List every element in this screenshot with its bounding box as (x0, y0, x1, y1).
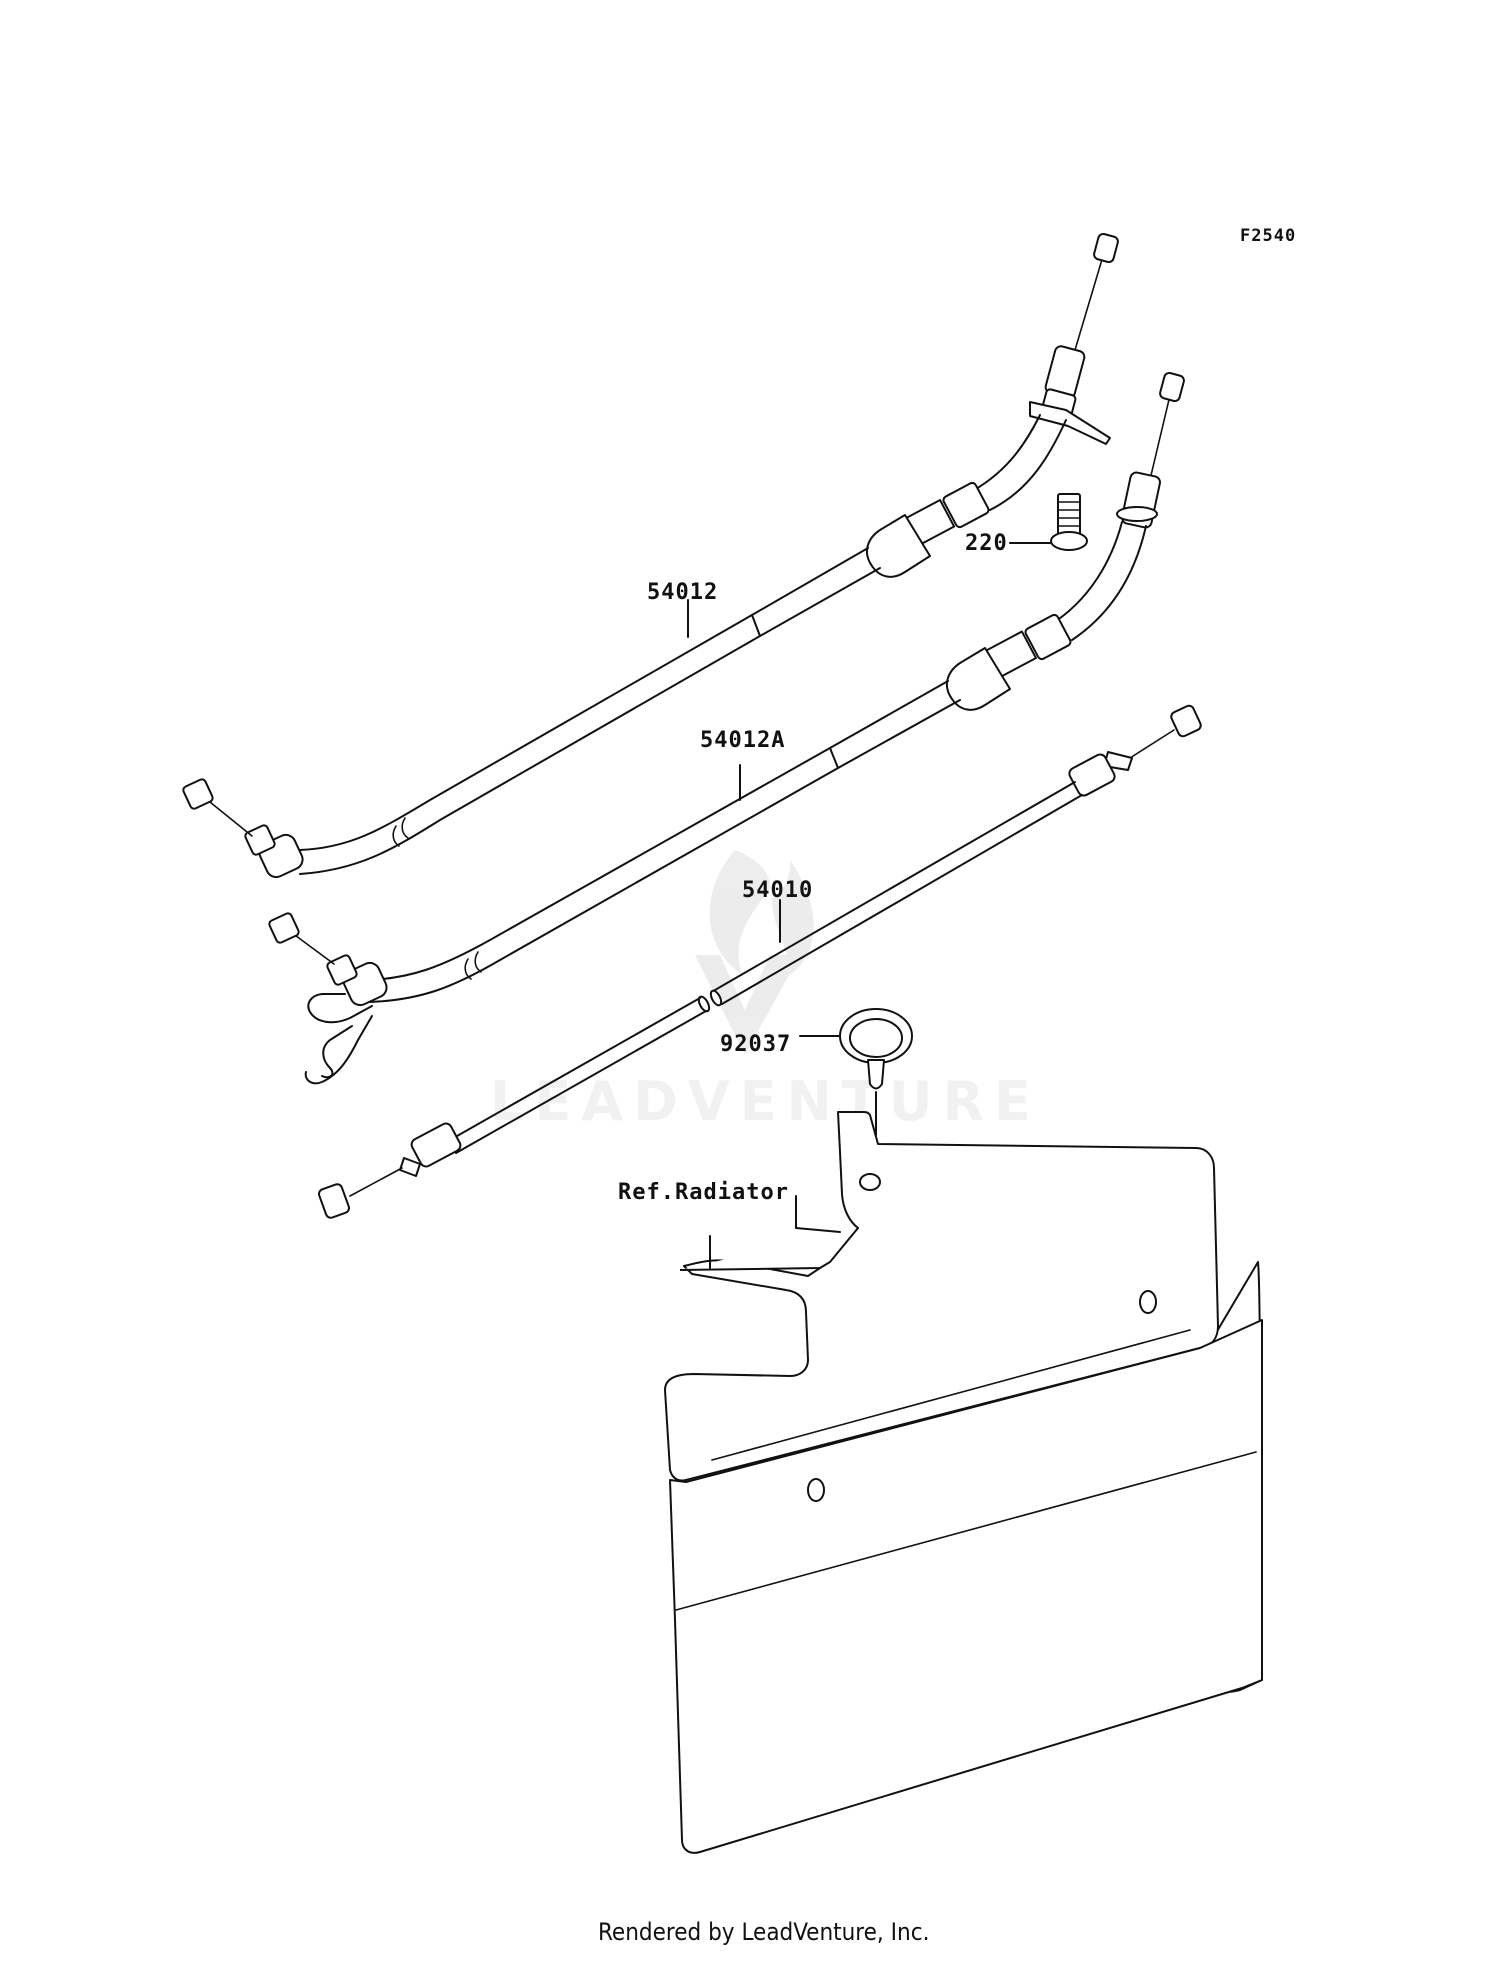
watermark-logo (695, 850, 814, 1055)
callout-54010: 54010 (742, 878, 814, 903)
radiator-ref (664, 1111, 1263, 1854)
callout-ref-radiator: Ref.Radiator (618, 1180, 789, 1205)
callout-54012A: 54012A (700, 728, 786, 753)
callout-220: 220 (965, 531, 1008, 556)
cable-54010 (318, 704, 1202, 1219)
callout-54012: 54012 (647, 580, 719, 605)
bolt-220 (1009, 493, 1088, 551)
clamp-92037 (799, 1008, 913, 1151)
cable-54012A (268, 371, 1185, 1085)
figure-code: F2540 (1240, 226, 1297, 246)
cable-54012 (182, 232, 1119, 879)
footer-credit: Rendered by LeadVenture, Inc. (598, 1918, 930, 1946)
callout-92037: 92037 (720, 1032, 792, 1057)
watermark-text: LEADVENTURE (490, 1070, 1041, 1133)
